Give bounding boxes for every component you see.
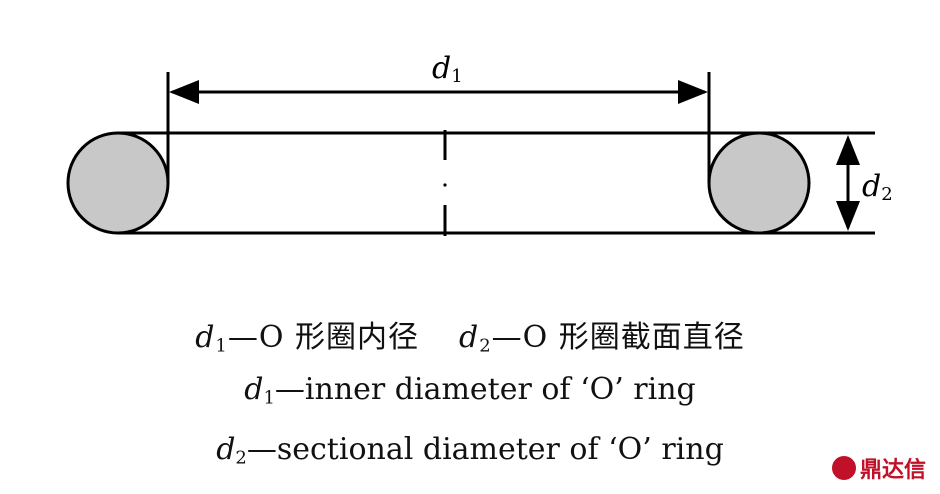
- caption-english-d1: d1—inner diameter of ‘O’ ring: [0, 372, 940, 409]
- caption-cn-d2-text: —O 形圈截面直径: [491, 320, 745, 355]
- watermark-text: 鼎达信: [859, 458, 926, 483]
- watermark: 鼎达信: [831, 452, 926, 484]
- caption-cn-d1-text: —O 形圈内径: [227, 320, 419, 355]
- caption-en1-text: —inner diameter of ‘O’ ring: [274, 372, 696, 407]
- d1-label-sub: 1: [451, 66, 462, 87]
- o-ring-diagram: d1 d2: [66, 51, 893, 236]
- d2-label-sub: 2: [881, 184, 892, 205]
- d1-label: d1: [432, 51, 463, 87]
- caption-english-d2: d2—sectional diameter of ‘O’ ring: [0, 432, 940, 469]
- caption-cn-d2-letter: d: [459, 320, 480, 355]
- caption-cn-d2-sub: 2: [479, 335, 492, 357]
- center-dot: [443, 183, 447, 187]
- left-cross-section: [66, 131, 170, 235]
- d2-label: d2: [862, 169, 893, 205]
- brand-logo-icon: [831, 456, 856, 480]
- caption-cn-d1-letter: d: [195, 320, 216, 355]
- d1-label-letter: d: [432, 51, 451, 86]
- right-cross-section: [707, 131, 811, 235]
- caption-en2-letter: d: [216, 432, 236, 467]
- caption-en2-sub: 2: [235, 447, 247, 469]
- d2-label-letter: d: [862, 169, 881, 204]
- caption-en2-text: —sectional diameter of ‘O’ ring: [246, 432, 724, 467]
- caption-en1-sub: 1: [263, 387, 275, 409]
- caption-en1-letter: d: [244, 372, 264, 407]
- caption-cn-d1-sub: 1: [215, 335, 228, 357]
